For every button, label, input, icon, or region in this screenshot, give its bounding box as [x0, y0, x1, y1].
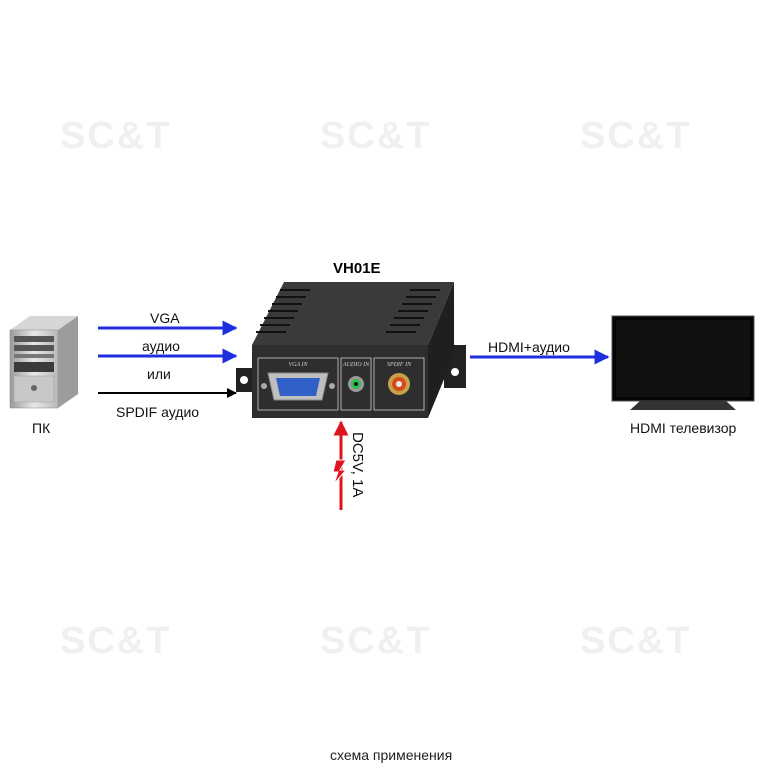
- port-label-spdif: SPDIF IN: [387, 362, 412, 368]
- watermark-logo: SC&T: [580, 620, 692, 662]
- watermark-logo: SC&T: [60, 115, 172, 157]
- tv-icon: [611, 315, 755, 410]
- audio-label: аудио: [142, 338, 180, 354]
- pc-label: ПК: [32, 420, 51, 436]
- watermark-logo: SC&T: [320, 620, 432, 662]
- vga-label: VGA: [150, 310, 180, 326]
- device-title: VH01E: [333, 260, 381, 277]
- tv-label: HDMI телевизор: [630, 420, 737, 436]
- power-label: DC5V, 1A: [349, 432, 366, 498]
- spdif-label: SPDIF аудио: [116, 404, 200, 420]
- watermark-logo: SC&T: [580, 115, 692, 157]
- pc-tower-icon: [9, 316, 78, 409]
- port-label-audio: AUDIO IN: [342, 362, 370, 368]
- or-label: или: [147, 366, 171, 382]
- lightning-icon: [332, 459, 348, 485]
- vh01e-device-icon: VGA IN AUDIO IN SPDIF IN: [236, 282, 466, 418]
- watermark-logo: SC&T: [60, 620, 172, 662]
- diagram-caption: схема применения: [330, 747, 453, 763]
- watermark-logo: SC&T: [320, 115, 432, 157]
- port-label-vga: VGA IN: [288, 362, 308, 368]
- output-label: HDMI+аудио: [488, 339, 570, 355]
